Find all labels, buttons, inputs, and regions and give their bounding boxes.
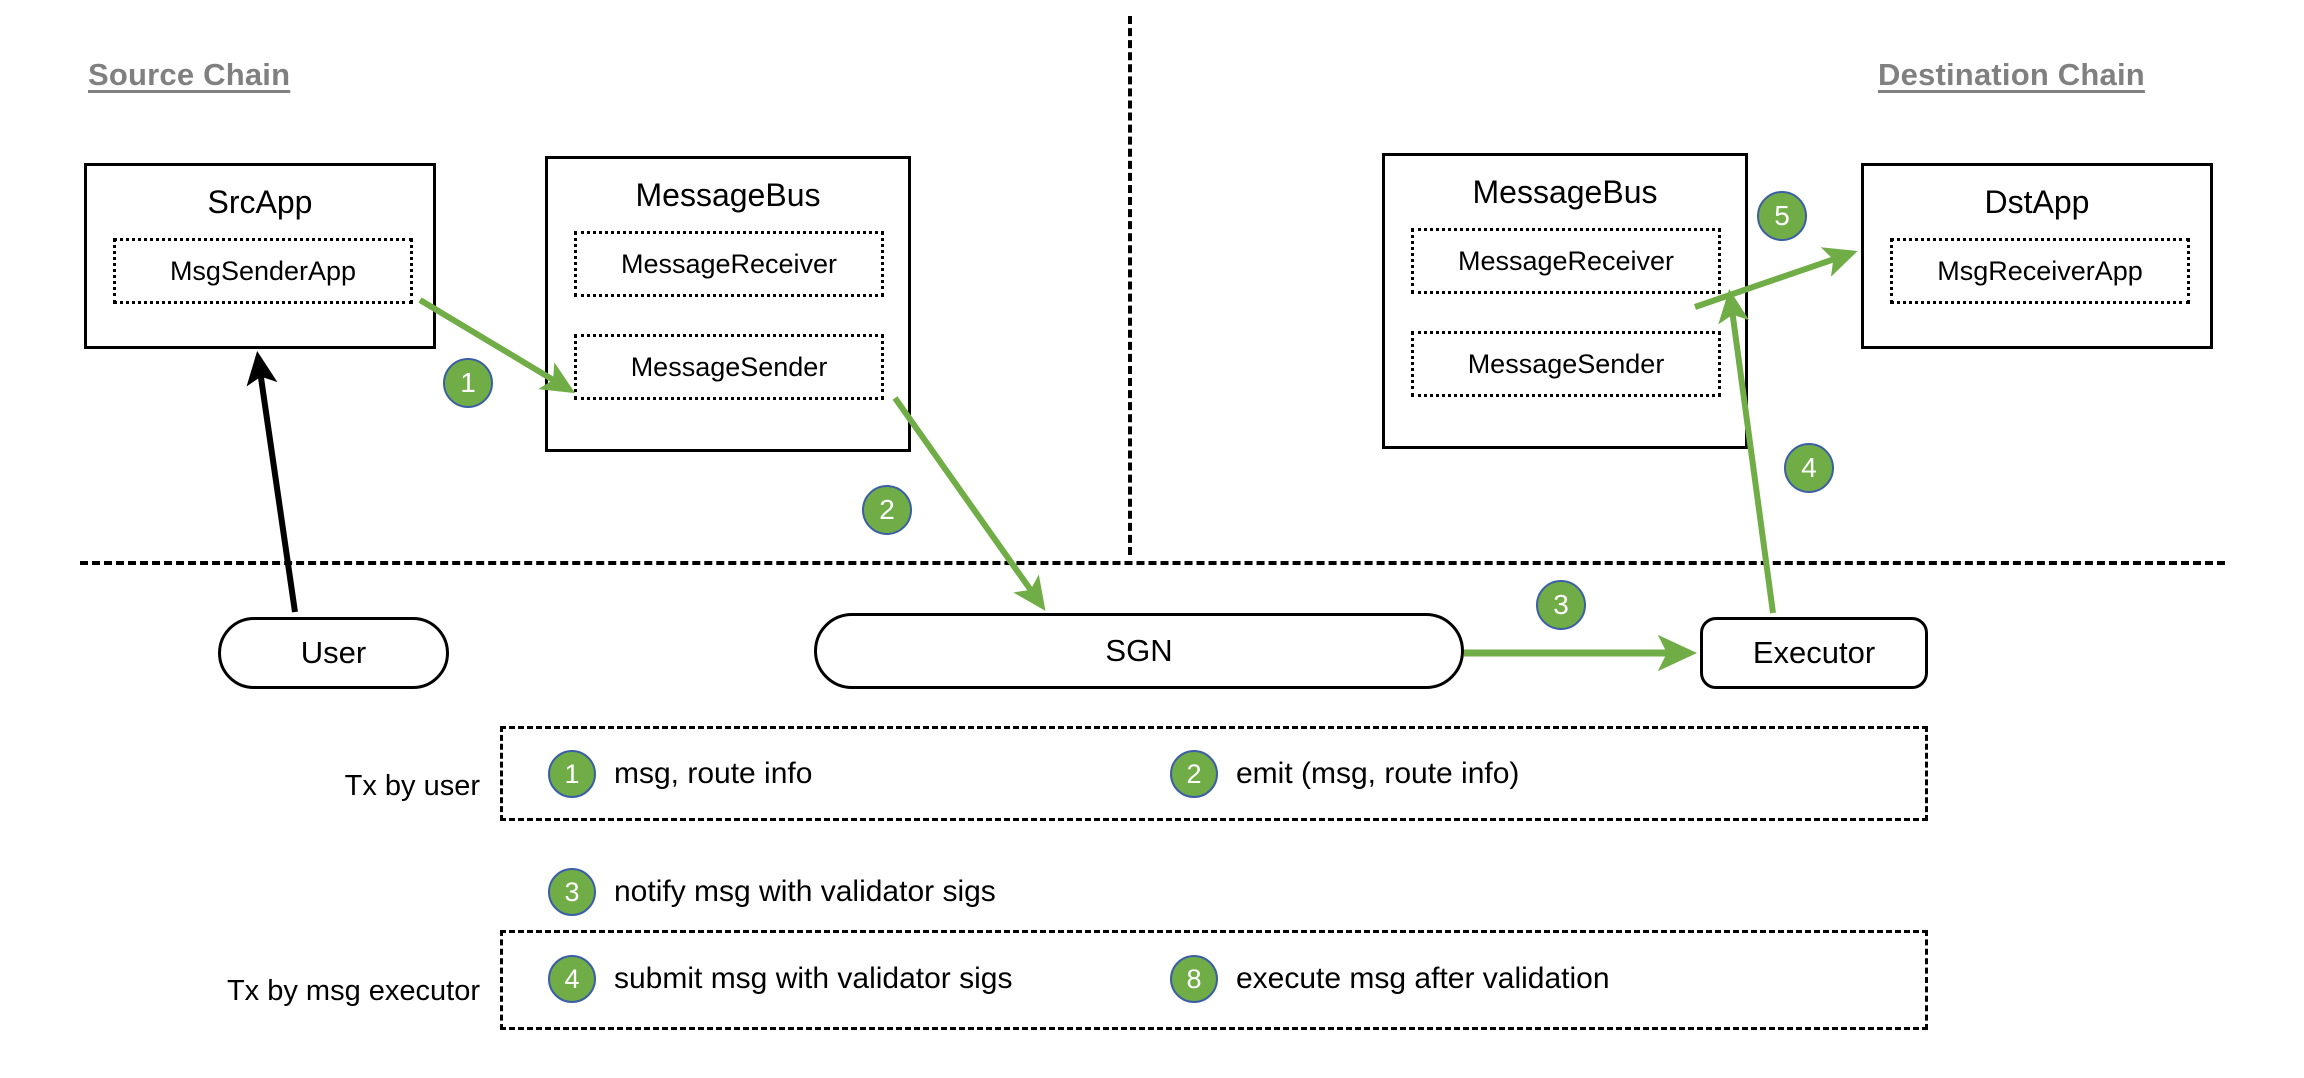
- legend-badge-3: 3: [548, 868, 596, 916]
- dst-app-title: DstApp: [1984, 184, 2090, 220]
- src-app-box[interactable]: SrcApp MsgSenderApp: [84, 163, 436, 349]
- step-badge-1: 1: [443, 358, 493, 408]
- src-app-title: SrcApp: [207, 184, 313, 220]
- user-node[interactable]: User: [218, 617, 449, 689]
- legend-item-1: 1 msg, route info: [548, 750, 812, 798]
- legend-row-label-tx-by-msg-executor: Tx by msg executor: [226, 975, 480, 1007]
- legend-item-4: 4 submit msg with validator sigs: [548, 955, 1012, 1003]
- legend-item-2: 2 emit (msg, route info): [1170, 750, 1519, 798]
- msg-sender-app-subbox[interactable]: MsgSenderApp: [113, 238, 413, 304]
- message-bus-destination-box[interactable]: MessageBus MessageReceiver MessageSender: [1382, 153, 1748, 449]
- executor-node[interactable]: Executor: [1700, 617, 1928, 689]
- step-badge-5: 5: [1757, 191, 1807, 241]
- message-receiver-destination-subbox[interactable]: MessageReceiver: [1411, 228, 1721, 294]
- legend-badge-4: 4: [548, 955, 596, 1003]
- step-badge-4: 4: [1784, 443, 1834, 493]
- arrow-step-2: [892, 396, 1046, 611]
- legend-text-2: emit (msg, route info): [1236, 757, 1520, 790]
- message-receiver-source-subbox[interactable]: MessageReceiver: [574, 231, 884, 297]
- arrow-user-to-src-app: [246, 351, 298, 613]
- legend-text-4: submit msg with validator sigs: [614, 962, 1013, 995]
- step-badge-3: 3: [1536, 580, 1586, 630]
- legend-badge-1: 1: [548, 750, 596, 798]
- legend-row-label-tx-by-user: Tx by user: [344, 770, 480, 802]
- legend-item-3: 3 notify msg with validator sigs: [548, 868, 996, 916]
- message-bus-source-title: MessageBus: [635, 177, 821, 213]
- source-chain-label: Source Chain: [88, 57, 291, 92]
- legend-text-1: msg, route info: [614, 757, 813, 790]
- chain-divider-vertical: [1128, 16, 1132, 555]
- dst-app-box[interactable]: DstApp MsgReceiverApp: [1861, 163, 2213, 349]
- legend-text-3: notify msg with validator sigs: [614, 875, 996, 908]
- legend-text-8: execute msg after validation: [1236, 962, 1610, 995]
- message-bus-destination-title: MessageBus: [1472, 174, 1658, 210]
- step-badge-2: 2: [862, 485, 912, 535]
- message-bus-source-box[interactable]: MessageBus MessageReceiver MessageSender: [545, 156, 911, 452]
- sgn-node[interactable]: SGN: [814, 613, 1464, 689]
- message-sender-destination-subbox[interactable]: MessageSender: [1411, 331, 1721, 397]
- destination-chain-label: Destination Chain: [1878, 57, 2145, 92]
- onchain-offchain-divider-horizontal: [80, 561, 2225, 565]
- message-sender-source-subbox[interactable]: MessageSender: [574, 334, 884, 400]
- legend-badge-2: 2: [1170, 750, 1218, 798]
- legend-badge-8: 8: [1170, 955, 1218, 1003]
- legend-item-8: 8 execute msg after validation: [1170, 955, 1610, 1003]
- msg-receiver-app-subbox[interactable]: MsgReceiverApp: [1890, 238, 2190, 304]
